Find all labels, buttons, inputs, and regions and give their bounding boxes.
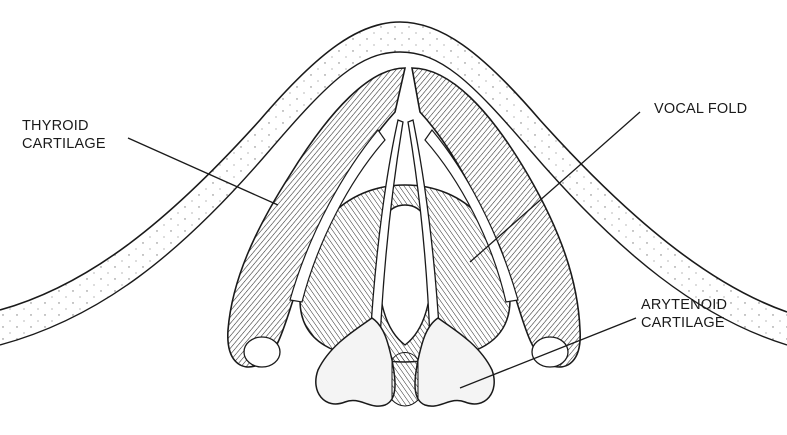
arytenoid-cartilage-label: ARYTENOID CARTILAGE: [641, 296, 727, 332]
lateral-nub-left: [244, 337, 280, 367]
vocal-fold-label: VOCAL FOLD: [654, 100, 747, 118]
interarytenoid-region: [392, 353, 418, 407]
thyroid-cartilage-label: THYROID CARTILAGE: [22, 117, 106, 153]
